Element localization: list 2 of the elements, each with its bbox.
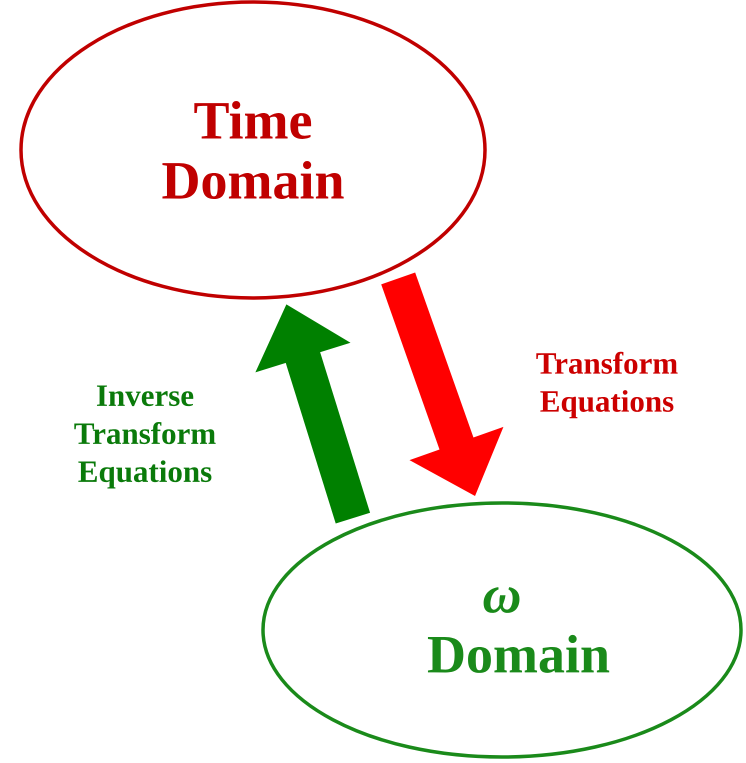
- edge-label: Transform Equations: [536, 352, 678, 418]
- edge-label: Inverse Transform Equations: [74, 386, 216, 488]
